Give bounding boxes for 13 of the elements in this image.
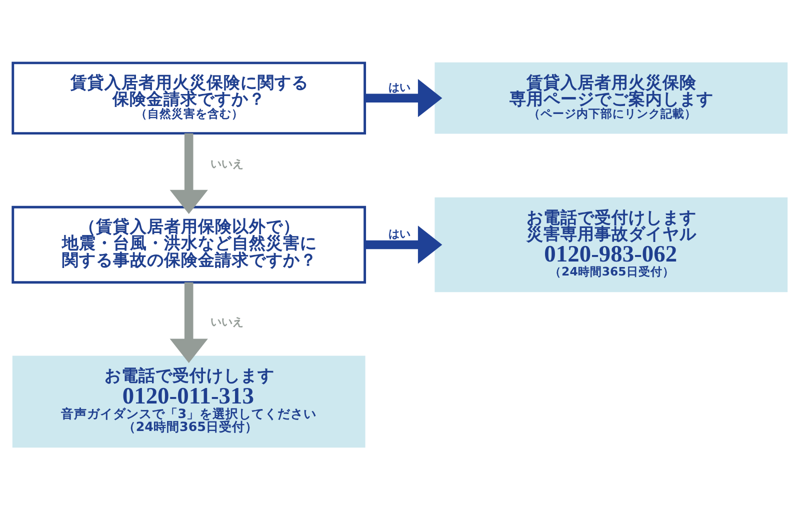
- node-box: 賃貸入居者用火災保険専用ページでご案内します （ページ内下部にリンク記載）: [434, 62, 788, 134]
- arrow: [170, 133, 208, 214]
- edge-label: いいえ: [210, 157, 244, 170]
- edge-label: はい: [388, 228, 411, 241]
- node-box: 賃貸入居者用火災保険に関する保険金請求ですか？ （自然災害を含む）: [12, 62, 366, 135]
- arrow: [364, 79, 442, 118]
- edge-label: はい: [388, 81, 411, 94]
- arrow: [170, 282, 208, 364]
- arrow: [364, 226, 442, 264]
- edge-label: いいえ: [210, 316, 244, 329]
- node-box: お電話で受付けします 0120-011-313 音声ガイダンスで「3」を選択してください （24時間365日受付）: [12, 356, 366, 448]
- node-box: （賃貸入居者用保険以外で）地震・台風・洪水など自然災害に関する事故の保険金請求ですか？: [12, 206, 366, 284]
- node-box: お電話で受付けします 災害専用事故ダイヤル 0120-983-062 （24時間365日受付）: [434, 197, 788, 292]
